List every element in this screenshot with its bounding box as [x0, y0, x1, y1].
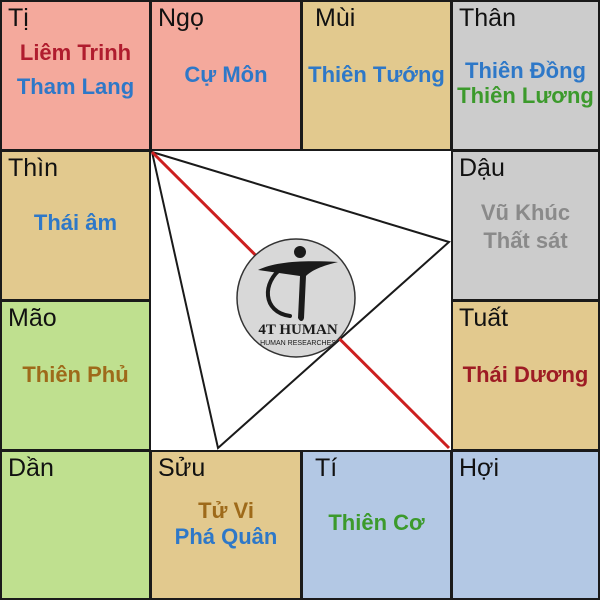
branch-label: Sửu [158, 454, 206, 482]
palace-ti-top: Tị Liêm Trinh Tham Lang [0, 0, 151, 151]
star-label: Cự Môn [184, 62, 268, 87]
branch-label: Mùi [315, 4, 356, 32]
logo-tagline: HUMAN RESEARCHES [260, 340, 336, 347]
star-label: Tham Lang [16, 74, 135, 99]
star-label: Tử Vi [198, 498, 254, 523]
branch-label: Thân [459, 4, 516, 32]
palace-hoi: Hợi [451, 450, 600, 600]
palace-thin: Thìn Thái âm [0, 150, 151, 301]
branch-label: Dậu [459, 154, 505, 182]
star-label: Thiên Cơ [328, 510, 425, 535]
palace-than: Thân Thiên Đồng Thiên Lương [451, 0, 600, 151]
star-label: Thái âm [33, 210, 118, 235]
star-label: Thiên Lương [457, 83, 594, 108]
branch-label: Hợi [459, 454, 500, 482]
star-label: Thiên Đồng [465, 58, 586, 83]
palace-dan: Dần [0, 450, 151, 600]
aspect-triangle [150, 150, 451, 450]
branch-label: Ngọ [158, 4, 204, 32]
star-label: Thiên Tướng [308, 62, 445, 87]
branch-label: Dần [8, 454, 54, 482]
logo-figure-icon [258, 261, 338, 321]
palace-tuat: Tuất Thái Dương [451, 300, 600, 451]
palace-suu: Sửu Tử Vi Phá Quân [150, 450, 302, 600]
logo-brand: 4T HUMAN [258, 322, 337, 338]
logo: 4T HUMAN HUMAN RESEARCHES [236, 238, 356, 358]
palace-mui: Mùi Thiên Tướng [301, 0, 452, 151]
palace-mao: Mão Thiên Phủ [0, 300, 151, 451]
branch-label: Tuất [459, 304, 509, 332]
star-label: Liêm Trinh [19, 40, 132, 65]
star-label: Vũ Khúc [480, 200, 571, 225]
star-label: Thất sát [483, 228, 568, 253]
logo-arc-icon [266, 266, 292, 318]
branch-label: Tị [8, 4, 29, 32]
star-label: Phá Quân [174, 524, 278, 549]
branch-label: Tí [315, 454, 338, 482]
star-label: Thái Dương [462, 362, 589, 387]
branch-label: Thìn [8, 154, 59, 182]
logo-head-icon [294, 246, 306, 258]
star-label: Thiên Phủ [22, 362, 129, 387]
palace-ngo: Ngọ Cự Môn [150, 0, 302, 151]
branch-label: Mão [8, 304, 57, 332]
palace-ti-bottom: Tí Thiên Cơ [301, 450, 452, 600]
